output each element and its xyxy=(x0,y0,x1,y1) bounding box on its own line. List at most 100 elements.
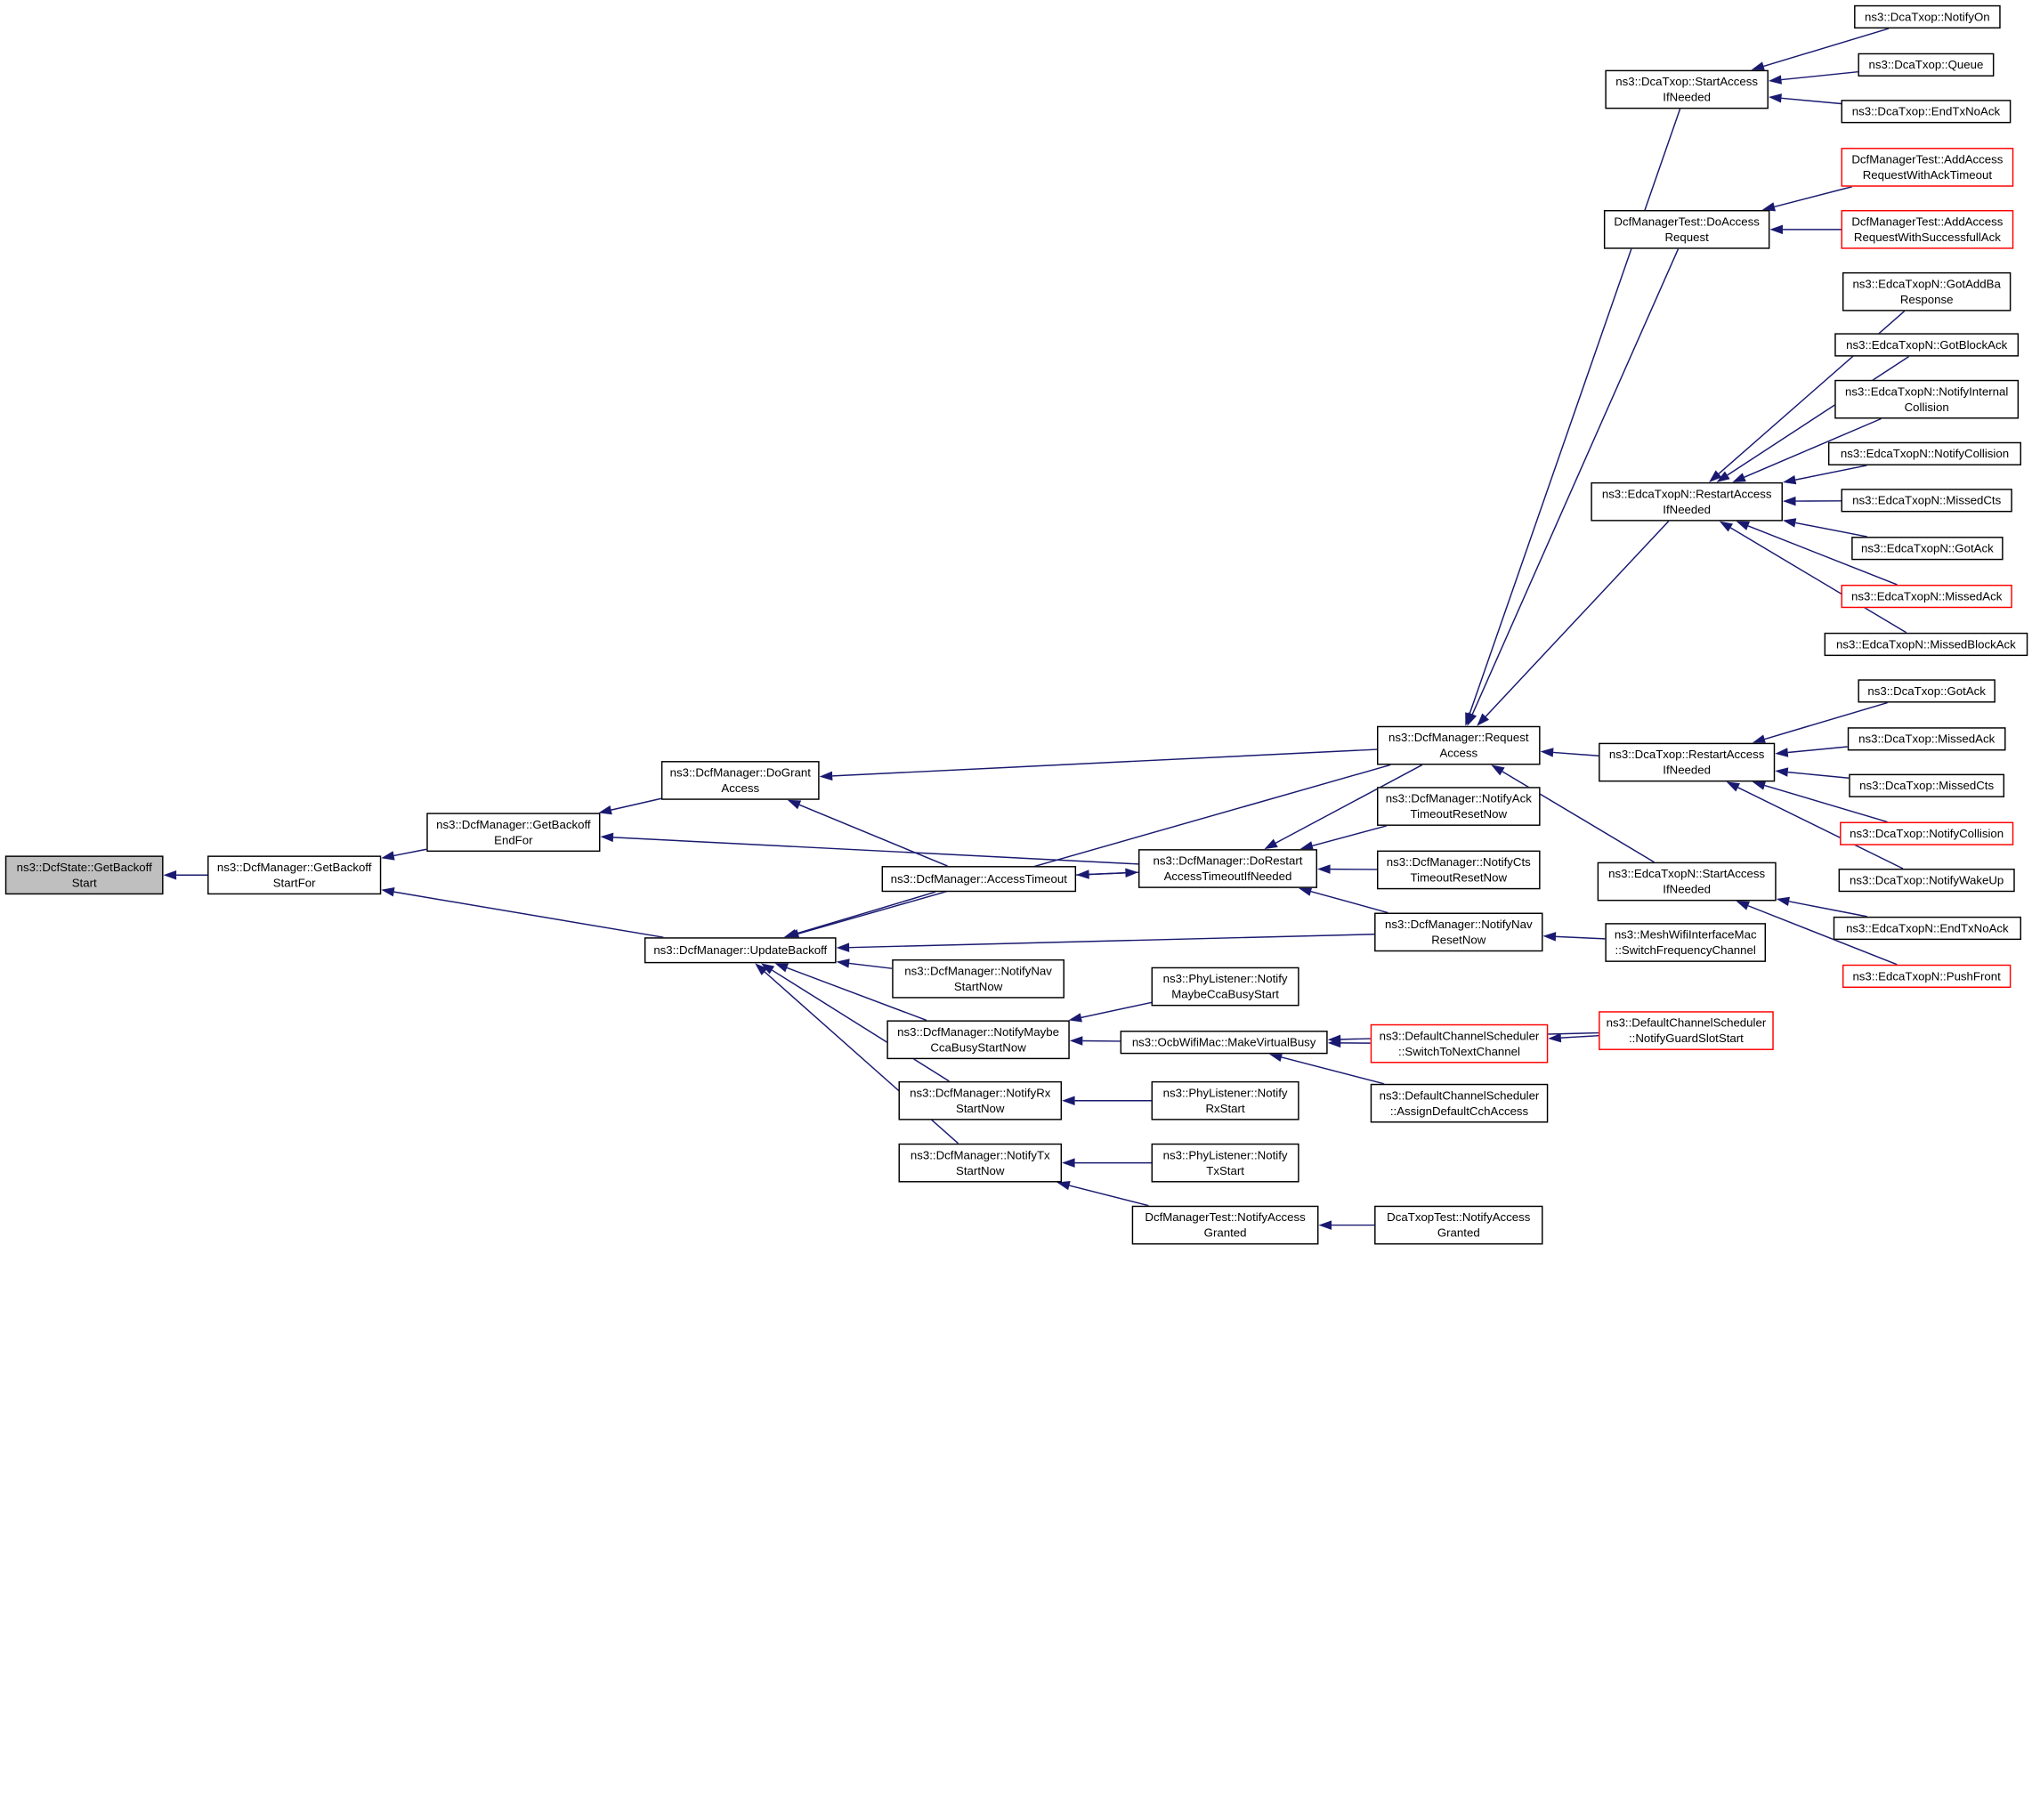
call-edge-arrowhead xyxy=(1783,518,1796,527)
node-defaultchannelscheduler-notifyguardslotstart[interactable]: ns3::DefaultChannelScheduler::NotifyGuar… xyxy=(1599,1011,1774,1050)
node-dcatxop-missedcts[interactable]: ns3::DcaTxop::MissedCts xyxy=(1849,774,2004,797)
node-dcatxop-notifycollision[interactable]: ns3::DcaTxop::NotifyCollision xyxy=(1840,822,2013,845)
node-edcatxopn-missedblockack[interactable]: ns3::EdcaTxopN::MissedBlockAck xyxy=(1825,633,2028,656)
node-accesstimeout[interactable]: ns3::DcfManager::AccessTimeout xyxy=(882,866,1077,892)
node-label-line: ::SwitchToNextChannel xyxy=(1398,1044,1520,1059)
call-edge-arrowhead xyxy=(164,870,177,879)
node-label-line: ns3::DcfManager::AccessTimeout xyxy=(891,871,1067,886)
call-edge xyxy=(1789,902,1867,917)
node-label-line: Start xyxy=(72,875,97,890)
node-label-line: IfNeeded xyxy=(1663,763,1711,778)
node-meshwifiinterfacemac-switchfrequencychannel[interactable]: ns3::MeshWifiInterfaceMac::SwitchFrequen… xyxy=(1605,923,1766,962)
node-label-line: ns3::EdcaTxopN::EndTxNoAck xyxy=(1846,920,2009,935)
call-edge xyxy=(394,892,664,937)
call-edge-arrowhead xyxy=(788,800,801,809)
call-edge-arrowhead xyxy=(1062,1158,1075,1167)
node-label-line: IfNeeded xyxy=(1663,502,1711,517)
node-label-line: ns3::EdcaTxopN::GotBlockAck xyxy=(1846,337,2007,352)
node-label-line: ns3::DcaTxop::Queue xyxy=(1868,57,1983,72)
call-edge-arrowhead xyxy=(1769,75,1782,84)
node-edcatxopn-missedack[interactable]: ns3::EdcaTxopN::MissedAck xyxy=(1842,585,2012,608)
node-label-line: ns3::EdcaTxopN::RestartAccess xyxy=(1602,486,1772,501)
node-label-line: ns3::EdcaTxopN::MissedAck xyxy=(1851,588,2002,603)
node-label-line: ns3::DcaTxop::GotAck xyxy=(1867,684,1986,699)
call-edge-arrowhead xyxy=(837,959,850,967)
node-dcatxop-notifyon[interactable]: ns3::DcaTxop::NotifyOn xyxy=(1854,5,2001,28)
node-edcatxopn-notifycollision[interactable]: ns3::EdcaTxopN::NotifyCollision xyxy=(1828,442,2021,465)
call-edge-arrowhead xyxy=(1732,473,1745,482)
edge-layer xyxy=(0,0,2032,1250)
node-label-line: DcfManagerTest::AddAccess xyxy=(1851,214,2003,229)
call-edge-arrowhead xyxy=(1542,932,1556,941)
call-edge-arrowhead xyxy=(1264,839,1277,849)
call-edge-arrowhead xyxy=(381,887,394,896)
node-label-line: EndFor xyxy=(494,832,532,847)
call-edge xyxy=(1313,826,1387,845)
node-edcatxopn-missedcts[interactable]: ns3::EdcaTxopN::MissedCts xyxy=(1842,489,2012,512)
call-edge xyxy=(1788,747,1848,753)
node-dcatxop-gotack[interactable]: ns3::DcaTxop::GotAck xyxy=(1858,679,1995,702)
call-edge-arrowhead xyxy=(600,833,613,842)
node-label-line: ns3::DcfManager::DoGrant xyxy=(670,764,811,780)
call-edge xyxy=(799,805,947,866)
call-edge xyxy=(611,798,661,810)
node-edcatxopn-pushfront[interactable]: ns3::EdcaTxopN::PushFront xyxy=(1842,965,2011,988)
node-label-line: ns3::EdcaTxopN::PushFront xyxy=(1852,968,2000,983)
node-label-line: ns3::DcaTxop::RestartAccess xyxy=(1609,747,1764,762)
call-edge-arrowhead xyxy=(1069,1013,1082,1022)
node-dcatxop-endtxnoack[interactable]: ns3::DcaTxop::EndTxNoAck xyxy=(1842,100,2012,123)
node-ocbwifimac-makevirtualbusy[interactable]: ns3::OcbWifiMac::MakeVirtualBusy xyxy=(1121,1031,1328,1054)
node-edcatxopn-gotack[interactable]: ns3::EdcaTxopN::GotAck xyxy=(1851,537,2003,560)
node-edcatxopn-gotblockack[interactable]: ns3::EdcaTxopN::GotBlockAck xyxy=(1834,333,2019,356)
node-label-line: DcfManagerTest::NotifyAccess xyxy=(1145,1209,1305,1225)
node-label-line: Access xyxy=(1439,746,1477,761)
node-edcatxopn-endtxnoack[interactable]: ns3::EdcaTxopN::EndTxNoAck xyxy=(1834,917,2021,940)
node-defaultchannelscheduler-switchtonextchannel[interactable]: ns3::DefaultChannelScheduler::SwitchToNe… xyxy=(1371,1024,1549,1064)
node-defaultchannelscheduler-assigndefaultcchaccess[interactable]: ns3::DefaultChannelScheduler::AssignDefa… xyxy=(1371,1084,1549,1123)
call-edge-arrowhead xyxy=(1269,1053,1283,1062)
call-edge xyxy=(832,749,1377,776)
node-label-line: ns3::DcfManager::NotifyNav xyxy=(904,963,1052,978)
call-edge-arrowhead xyxy=(1769,93,1782,102)
node-dcatxop-queue[interactable]: ns3::DcaTxop::Queue xyxy=(1858,53,1994,77)
call-edge xyxy=(613,837,1138,864)
call-edge-arrowhead xyxy=(598,805,611,814)
call-edge-arrowhead xyxy=(381,851,394,860)
call-edge-arrowhead xyxy=(1783,497,1796,506)
node-label-line: ns3::DcaTxop::MissedCts xyxy=(1859,778,1994,793)
node-updatebackoff[interactable]: ns3::DcfManager::UpdateBackoff xyxy=(644,937,837,963)
node-dcatxop-missedack[interactable]: ns3::DcaTxop::MissedAck xyxy=(1848,727,2006,750)
node-label-line: ResetNow xyxy=(1431,932,1486,947)
node-dcatxop-notifywakeup[interactable]: ns3::DcaTxop::NotifyWakeUp xyxy=(1839,869,2015,892)
call-edge xyxy=(1561,1036,1599,1038)
node-label-line: ns3::DcfManager::NotifyRx xyxy=(910,1085,1050,1100)
call-edge xyxy=(1788,772,1850,779)
